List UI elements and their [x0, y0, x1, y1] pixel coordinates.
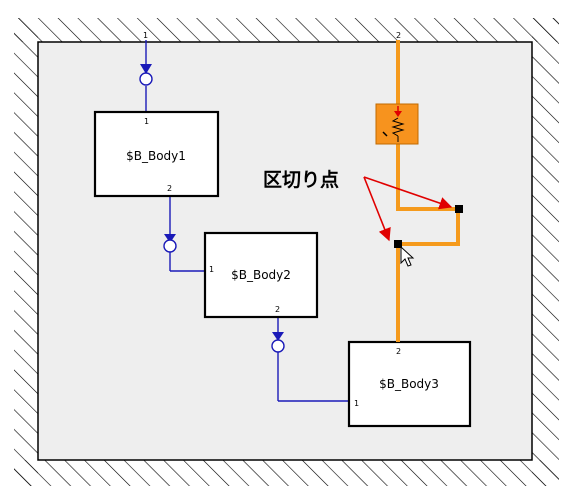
- connection-node-icon: [271, 339, 285, 353]
- flow-arrow-icon: [272, 332, 284, 341]
- spring-element-icon[interactable]: [375, 103, 419, 145]
- connection-node-icon: [163, 239, 177, 253]
- port-label: 1: [354, 399, 359, 408]
- port-label: 2: [396, 347, 401, 356]
- port-label: 1: [144, 117, 149, 126]
- top-port-label-right: 2: [396, 31, 401, 40]
- break-point-callout-label: 区切り点: [263, 169, 339, 191]
- block-body3[interactable]: $B_Body3 1 2: [347, 340, 472, 428]
- port-label: 2: [275, 305, 280, 314]
- block-body1[interactable]: $B_Body1 1 2: [93, 110, 220, 198]
- block-label: $B_Body1: [126, 149, 186, 163]
- break-point-marker[interactable]: [455, 205, 463, 213]
- port-label: 1: [209, 265, 214, 274]
- connection-lines: [145, 40, 349, 402]
- top-port-label-left: 1: [143, 31, 148, 40]
- flow-arrow-icon: [140, 64, 152, 74]
- block-body2[interactable]: $B_Body2 1 2: [203, 231, 319, 319]
- port-label: 2: [167, 184, 172, 193]
- connection-node-icon: [139, 72, 153, 86]
- break-point-marker[interactable]: [394, 240, 402, 248]
- connection-node-icons: [139, 64, 285, 353]
- spring-connection[interactable]: [396, 40, 460, 342]
- block-label: $B_Body3: [379, 377, 439, 391]
- mouse-pointer-icon: [400, 245, 415, 267]
- callout-arrows: [363, 176, 453, 242]
- block-label: $B_Body2: [231, 268, 291, 282]
- flow-arrow-icon: [164, 234, 176, 243]
